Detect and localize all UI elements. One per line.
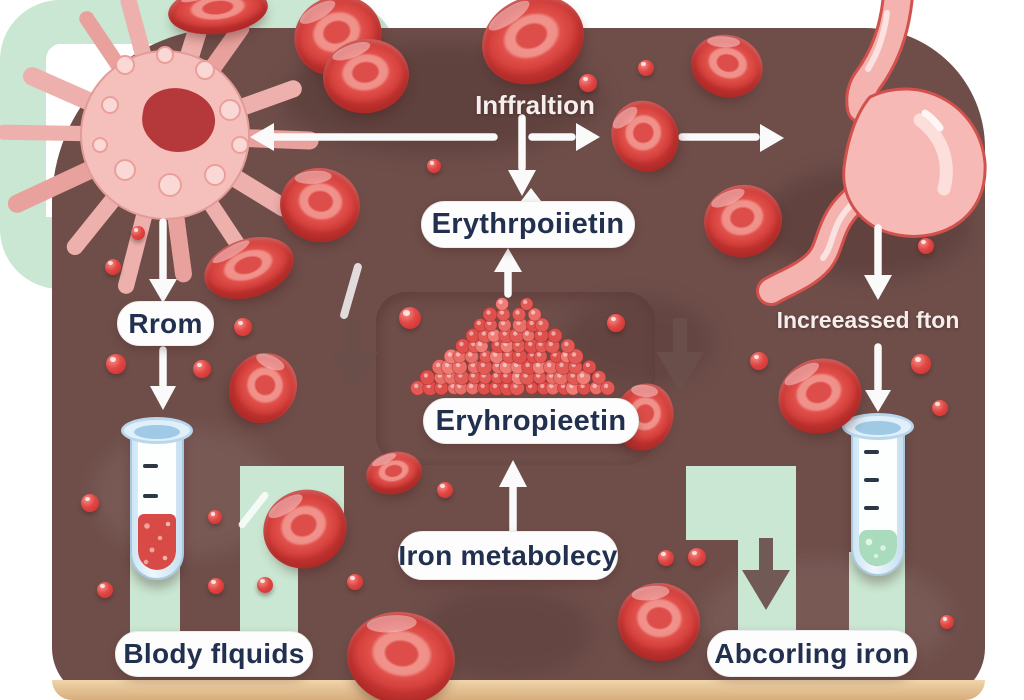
iron-granule-pile-icon <box>410 297 616 396</box>
iron-particle-icon <box>208 510 222 524</box>
test-tube-green-sample-icon <box>842 413 914 578</box>
iron-particle-icon <box>607 314 625 332</box>
iron-particle-icon <box>918 238 934 254</box>
erythropoietin-mid-label: Eryhropieetin <box>423 398 639 444</box>
iron-particle-icon <box>427 159 441 173</box>
arrow-horizontal-left <box>250 123 498 151</box>
arrow-horizontal-mid <box>528 123 600 151</box>
iron-particle-icon <box>911 354 931 374</box>
iron-particle-icon <box>257 577 273 593</box>
macrophage-bumps <box>92 46 249 197</box>
iron-particle-icon <box>437 482 453 498</box>
absorbing-iron-label: Abcorling iron <box>707 630 917 677</box>
arrow-up-erythropoietin <box>494 188 541 298</box>
iron-particle-icon <box>234 318 252 336</box>
arrow-horizontal-right <box>678 124 784 152</box>
macrophage-vacuole <box>142 88 216 152</box>
arrow-down-pipe-right <box>656 318 704 392</box>
green-sample-liquid <box>859 530 897 566</box>
iron-particle-icon <box>106 354 126 374</box>
iron-particle-icon <box>347 574 363 590</box>
iron-particle-icon <box>193 360 211 378</box>
iron-particle-icon <box>658 550 674 566</box>
iron-particle-icon <box>399 307 421 329</box>
arrow-down-increased-iron <box>865 343 891 412</box>
iron-particle-icon <box>940 615 954 629</box>
iron-particle-icon <box>932 400 948 416</box>
arrow-down-from-label <box>150 346 176 410</box>
iron-particle-icon <box>638 60 654 76</box>
table-edge-strip <box>52 680 985 700</box>
iron-particle-icon <box>97 582 113 598</box>
blood-sample-liquid <box>138 514 176 570</box>
iron-particle-icon <box>208 578 224 594</box>
arrow-up-center <box>499 460 527 535</box>
arrow-down-pipe-right-arm <box>742 538 790 610</box>
iron-particle-icon <box>750 352 768 370</box>
arrow-down-pipe-left <box>330 318 378 392</box>
from-label: Rrom <box>117 301 214 346</box>
body-fluids-label: Blody flquids <box>115 631 313 677</box>
stomach-body <box>842 87 987 238</box>
erythropoietin-top-label: Erythrpoiietin <box>421 201 635 248</box>
arrow-down-inflammation <box>508 114 536 196</box>
inflammation-label: Inffraltion <box>475 90 595 120</box>
iron-metabolism-label: Iron metabolecy <box>398 531 618 580</box>
iron-particle-icon <box>81 494 99 512</box>
arrow-down-stomach <box>864 224 892 300</box>
iron-particle-icon <box>579 74 597 92</box>
stomach-icon <box>756 0 987 306</box>
arrow-down-macrophage <box>149 218 177 303</box>
test-tube-blood-sample-icon <box>121 417 193 582</box>
iron-particle-icon <box>105 259 121 275</box>
increased-iron-label: Increeassed fton <box>776 307 960 333</box>
iron-particle-icon <box>131 226 145 240</box>
iron-particle-icon <box>688 548 706 566</box>
